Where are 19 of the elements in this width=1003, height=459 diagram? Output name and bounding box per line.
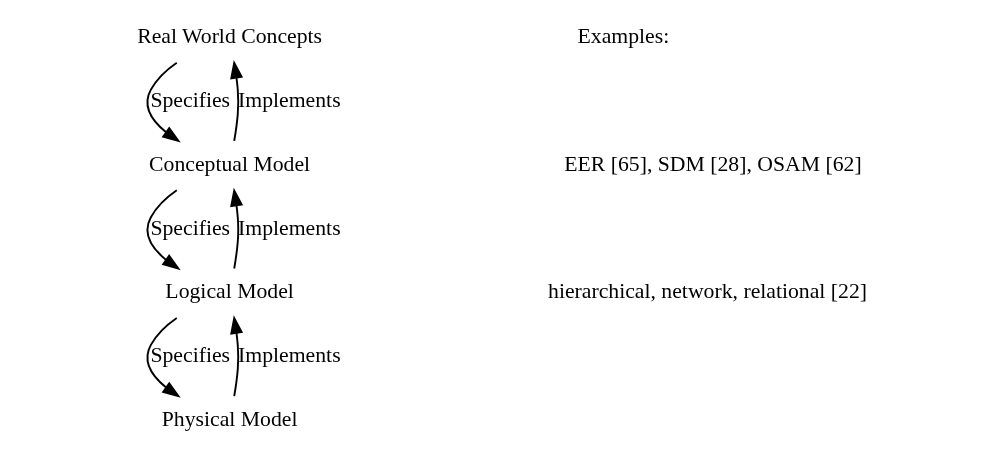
edge-label: Implements — [238, 88, 341, 113]
arrow — [146, 61, 181, 143]
edge-label: Specifies — [150, 343, 231, 368]
edge-label: Implements — [238, 343, 341, 368]
arrow — [230, 60, 244, 142]
edge-label: Implements — [238, 215, 341, 240]
node-text: Physical Model — [161, 407, 298, 432]
label: hierarchical, network, relational [22] — [548, 279, 868, 304]
arrow — [146, 317, 181, 398]
node-text: Conceptual Model — [149, 151, 311, 176]
arrow — [146, 189, 181, 271]
node-text: Real World Concepts — [137, 24, 323, 49]
arrow — [230, 187, 244, 270]
node-text: Logical Model — [165, 279, 294, 304]
edge-label: Specifies — [150, 215, 231, 240]
arrow — [230, 315, 244, 398]
label: EER [65], SDM [28], OSAM [62] — [564, 151, 862, 176]
label: Examples: — [577, 24, 670, 49]
edge-label: Specifies — [150, 88, 231, 113]
